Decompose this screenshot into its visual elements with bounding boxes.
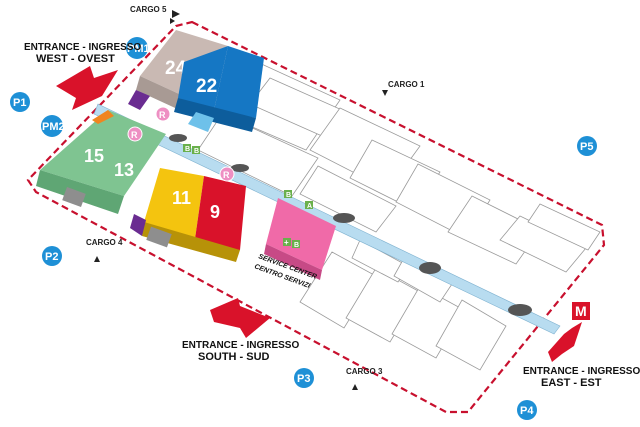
service-block <box>146 226 172 248</box>
svg-text:R: R <box>159 110 166 120</box>
svg-text:B: B <box>286 192 291 199</box>
cargo-3-label: CARGO 3 <box>346 367 383 376</box>
svg-text:+: + <box>284 238 289 247</box>
svg-text:P3: P3 <box>297 373 310 385</box>
hall-11-label: 11 <box>172 188 191 208</box>
hall-22-label: 22 <box>196 76 217 97</box>
bank-icon[interactable]: B <box>183 144 191 153</box>
hall-24-label: 24 <box>165 58 187 79</box>
east-halls-outline <box>197 55 601 371</box>
svg-text:M: M <box>575 303 587 319</box>
svg-text:P4: P4 <box>520 405 534 417</box>
walkway-node <box>508 304 532 316</box>
cargo-5-label: CARGO 5 <box>130 5 167 14</box>
south-entrance-line1: ENTRANCE - INGRESSO <box>182 340 299 351</box>
hall-15-13-corner <box>92 110 114 124</box>
walkway <box>93 103 561 335</box>
svg-text:B: B <box>194 148 199 155</box>
east-entrance-arrow[interactable] <box>548 322 582 362</box>
hall-outline <box>345 267 421 343</box>
west-entrance-line2: WEST - OVEST <box>36 53 115 65</box>
svg-text:P2: P2 <box>45 251 58 263</box>
cargo-1-arrow <box>382 90 388 96</box>
hall-outline <box>351 239 409 283</box>
hall-11-9-side <box>142 222 240 262</box>
east-entrance-line2: EAST - EST <box>541 377 602 389</box>
restaurant-icon[interactable]: R <box>127 126 143 142</box>
first-aid-icon[interactable]: + <box>283 238 291 247</box>
cargo-4-arrow <box>94 256 100 262</box>
parking-p4[interactable]: P4 <box>517 400 537 420</box>
svg-text:R: R <box>131 130 138 140</box>
parking-p3[interactable]: P3 <box>294 368 314 388</box>
svg-text:P5: P5 <box>580 141 593 153</box>
west-entrance-line1: ENTRANCE - INGRESSO <box>24 42 141 53</box>
bank-icon[interactable]: B <box>284 190 292 199</box>
svg-text:P1: P1 <box>13 97 26 109</box>
hall-15-label: 15 <box>84 146 104 166</box>
hall-24-accent <box>128 90 150 110</box>
restaurant-icon[interactable]: R <box>219 166 235 182</box>
cargo-3-arrow <box>352 384 358 390</box>
walkway-node <box>169 134 187 142</box>
site-perimeter <box>26 20 606 414</box>
hall-22-side <box>174 98 256 132</box>
south-entrance-arrow[interactable] <box>210 298 270 338</box>
hall-22[interactable] <box>214 46 264 118</box>
parking-p1[interactable]: P1 <box>10 92 30 112</box>
hall-outline <box>527 203 601 251</box>
walkway-node <box>333 213 355 223</box>
hall-outline <box>299 251 377 329</box>
restaurant-icon[interactable]: R <box>155 106 171 122</box>
svg-text:PM2: PM2 <box>42 121 65 133</box>
walkway-nodes <box>169 134 532 316</box>
atm-icon[interactable]: A <box>305 201 313 210</box>
walkway-node <box>419 262 441 274</box>
svg-text:B: B <box>294 242 299 249</box>
bank-icon[interactable]: B <box>192 146 200 155</box>
svg-text:R: R <box>223 170 230 180</box>
cargo-5-arrow <box>172 10 180 18</box>
cargo-4-label: CARGO 4 <box>86 238 123 247</box>
east-entrance-line1: ENTRANCE - INGRESSO <box>523 366 640 377</box>
hall-11-accent <box>130 214 146 236</box>
metro-icon[interactable]: M <box>572 302 590 320</box>
svg-text:B: B <box>185 146 190 153</box>
walkway-node <box>231 164 249 172</box>
bank-icon[interactable]: B <box>292 240 300 249</box>
hall-9[interactable] <box>194 176 246 250</box>
hall-outline <box>435 299 507 371</box>
hall-22-light <box>188 112 214 132</box>
parking-p5[interactable]: P5 <box>577 136 597 156</box>
south-entrance-line2: SOUTH - SUD <box>198 351 270 363</box>
cargo-1-label: CARGO 1 <box>388 80 425 89</box>
hall-outline <box>299 165 397 233</box>
west-entrance-arrow[interactable] <box>56 66 118 110</box>
parking-pm2[interactable]: PM2 <box>41 115 65 137</box>
svg-text:PM1: PM1 <box>127 43 150 55</box>
svg-text:A: A <box>307 203 312 210</box>
service-center-side <box>264 244 322 280</box>
hall-22-front[interactable] <box>178 46 228 110</box>
parking-p2[interactable]: P2 <box>42 246 62 266</box>
hall-13-label: 13 <box>114 160 134 180</box>
parking-pm1[interactable]: PM1 <box>126 37 150 59</box>
cargo-5-arrow <box>170 18 175 24</box>
hall-9-label: 9 <box>210 202 220 222</box>
service-center-building[interactable] <box>266 198 336 270</box>
service-block <box>62 187 86 207</box>
